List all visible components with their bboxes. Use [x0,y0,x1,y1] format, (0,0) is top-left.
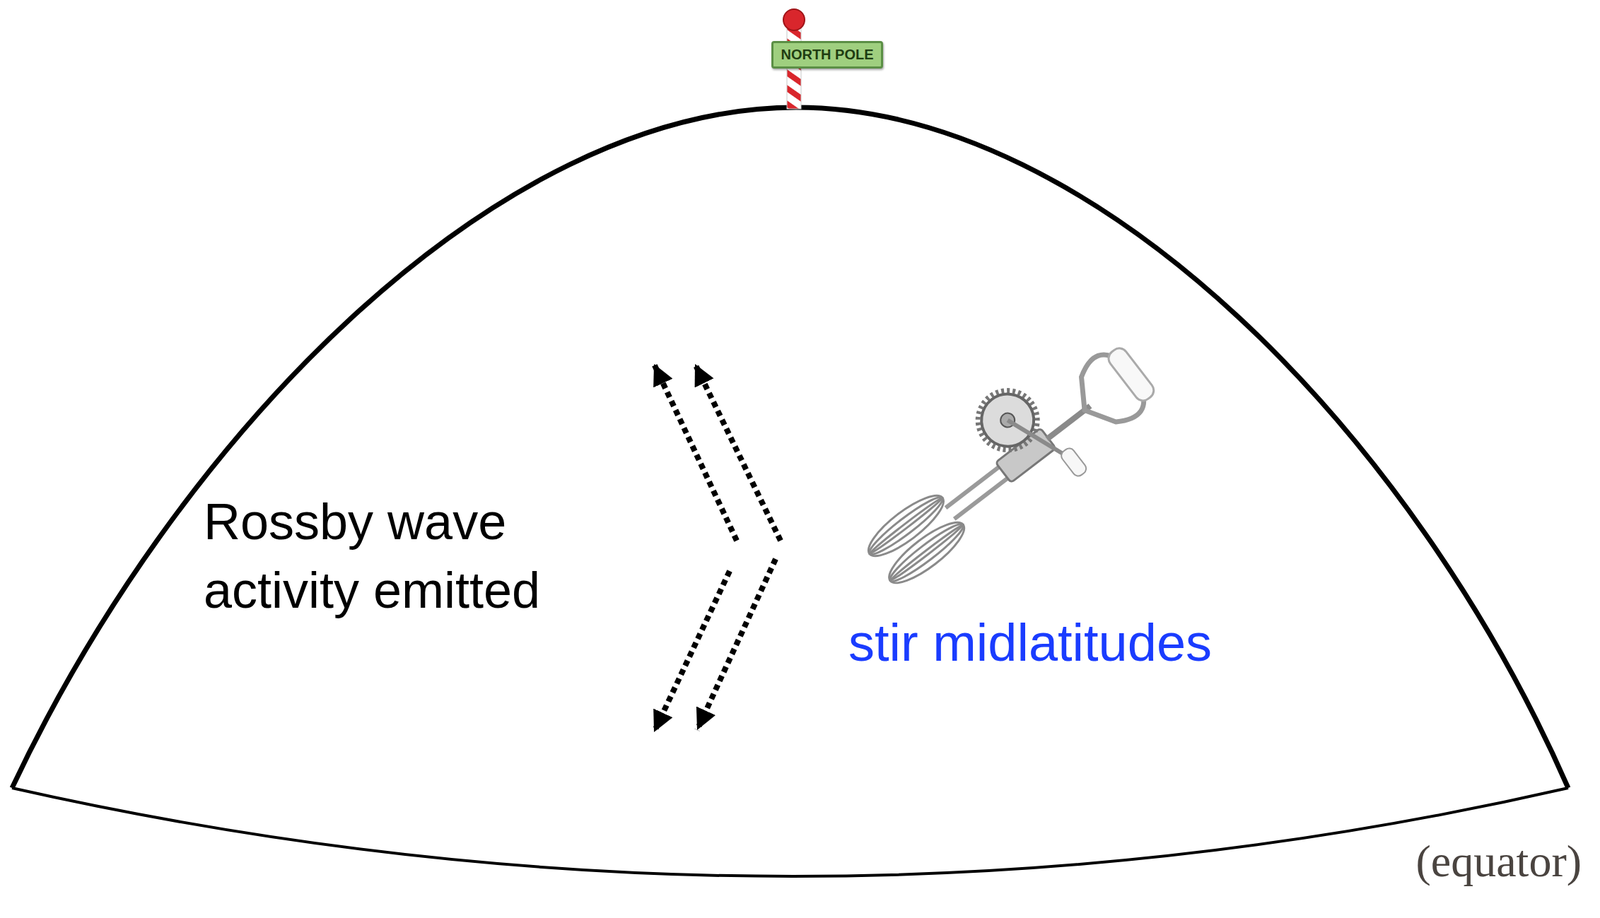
wave-note: Rossby wave activity emitted [203,487,607,626]
whisk-wire [888,523,965,583]
gear-hub [997,410,1018,431]
whisk-wire [885,518,968,588]
equator-line [12,788,1569,877]
stir-note: stir midlatitudes [848,612,1212,676]
sign-box: NORTH POLE [771,41,884,69]
wave-arrows [653,364,781,733]
arrow-up [653,364,737,541]
crank-arm [1007,405,1067,471]
arrow-down [697,559,776,731]
hemisphere-outline [12,107,1569,789]
equator-label: (equator) [1415,835,1582,889]
gear-wheel [970,383,1045,458]
whisk-wire [881,514,972,593]
egg-beater [837,313,1169,607]
crank-knob [1059,446,1089,478]
arrow-down [653,571,730,733]
pole-ball [783,9,805,31]
gear-teeth [965,378,1050,463]
handle-grip [1105,345,1157,405]
arrow-up [695,364,781,541]
sign-text: NORTH POLE [780,46,874,63]
